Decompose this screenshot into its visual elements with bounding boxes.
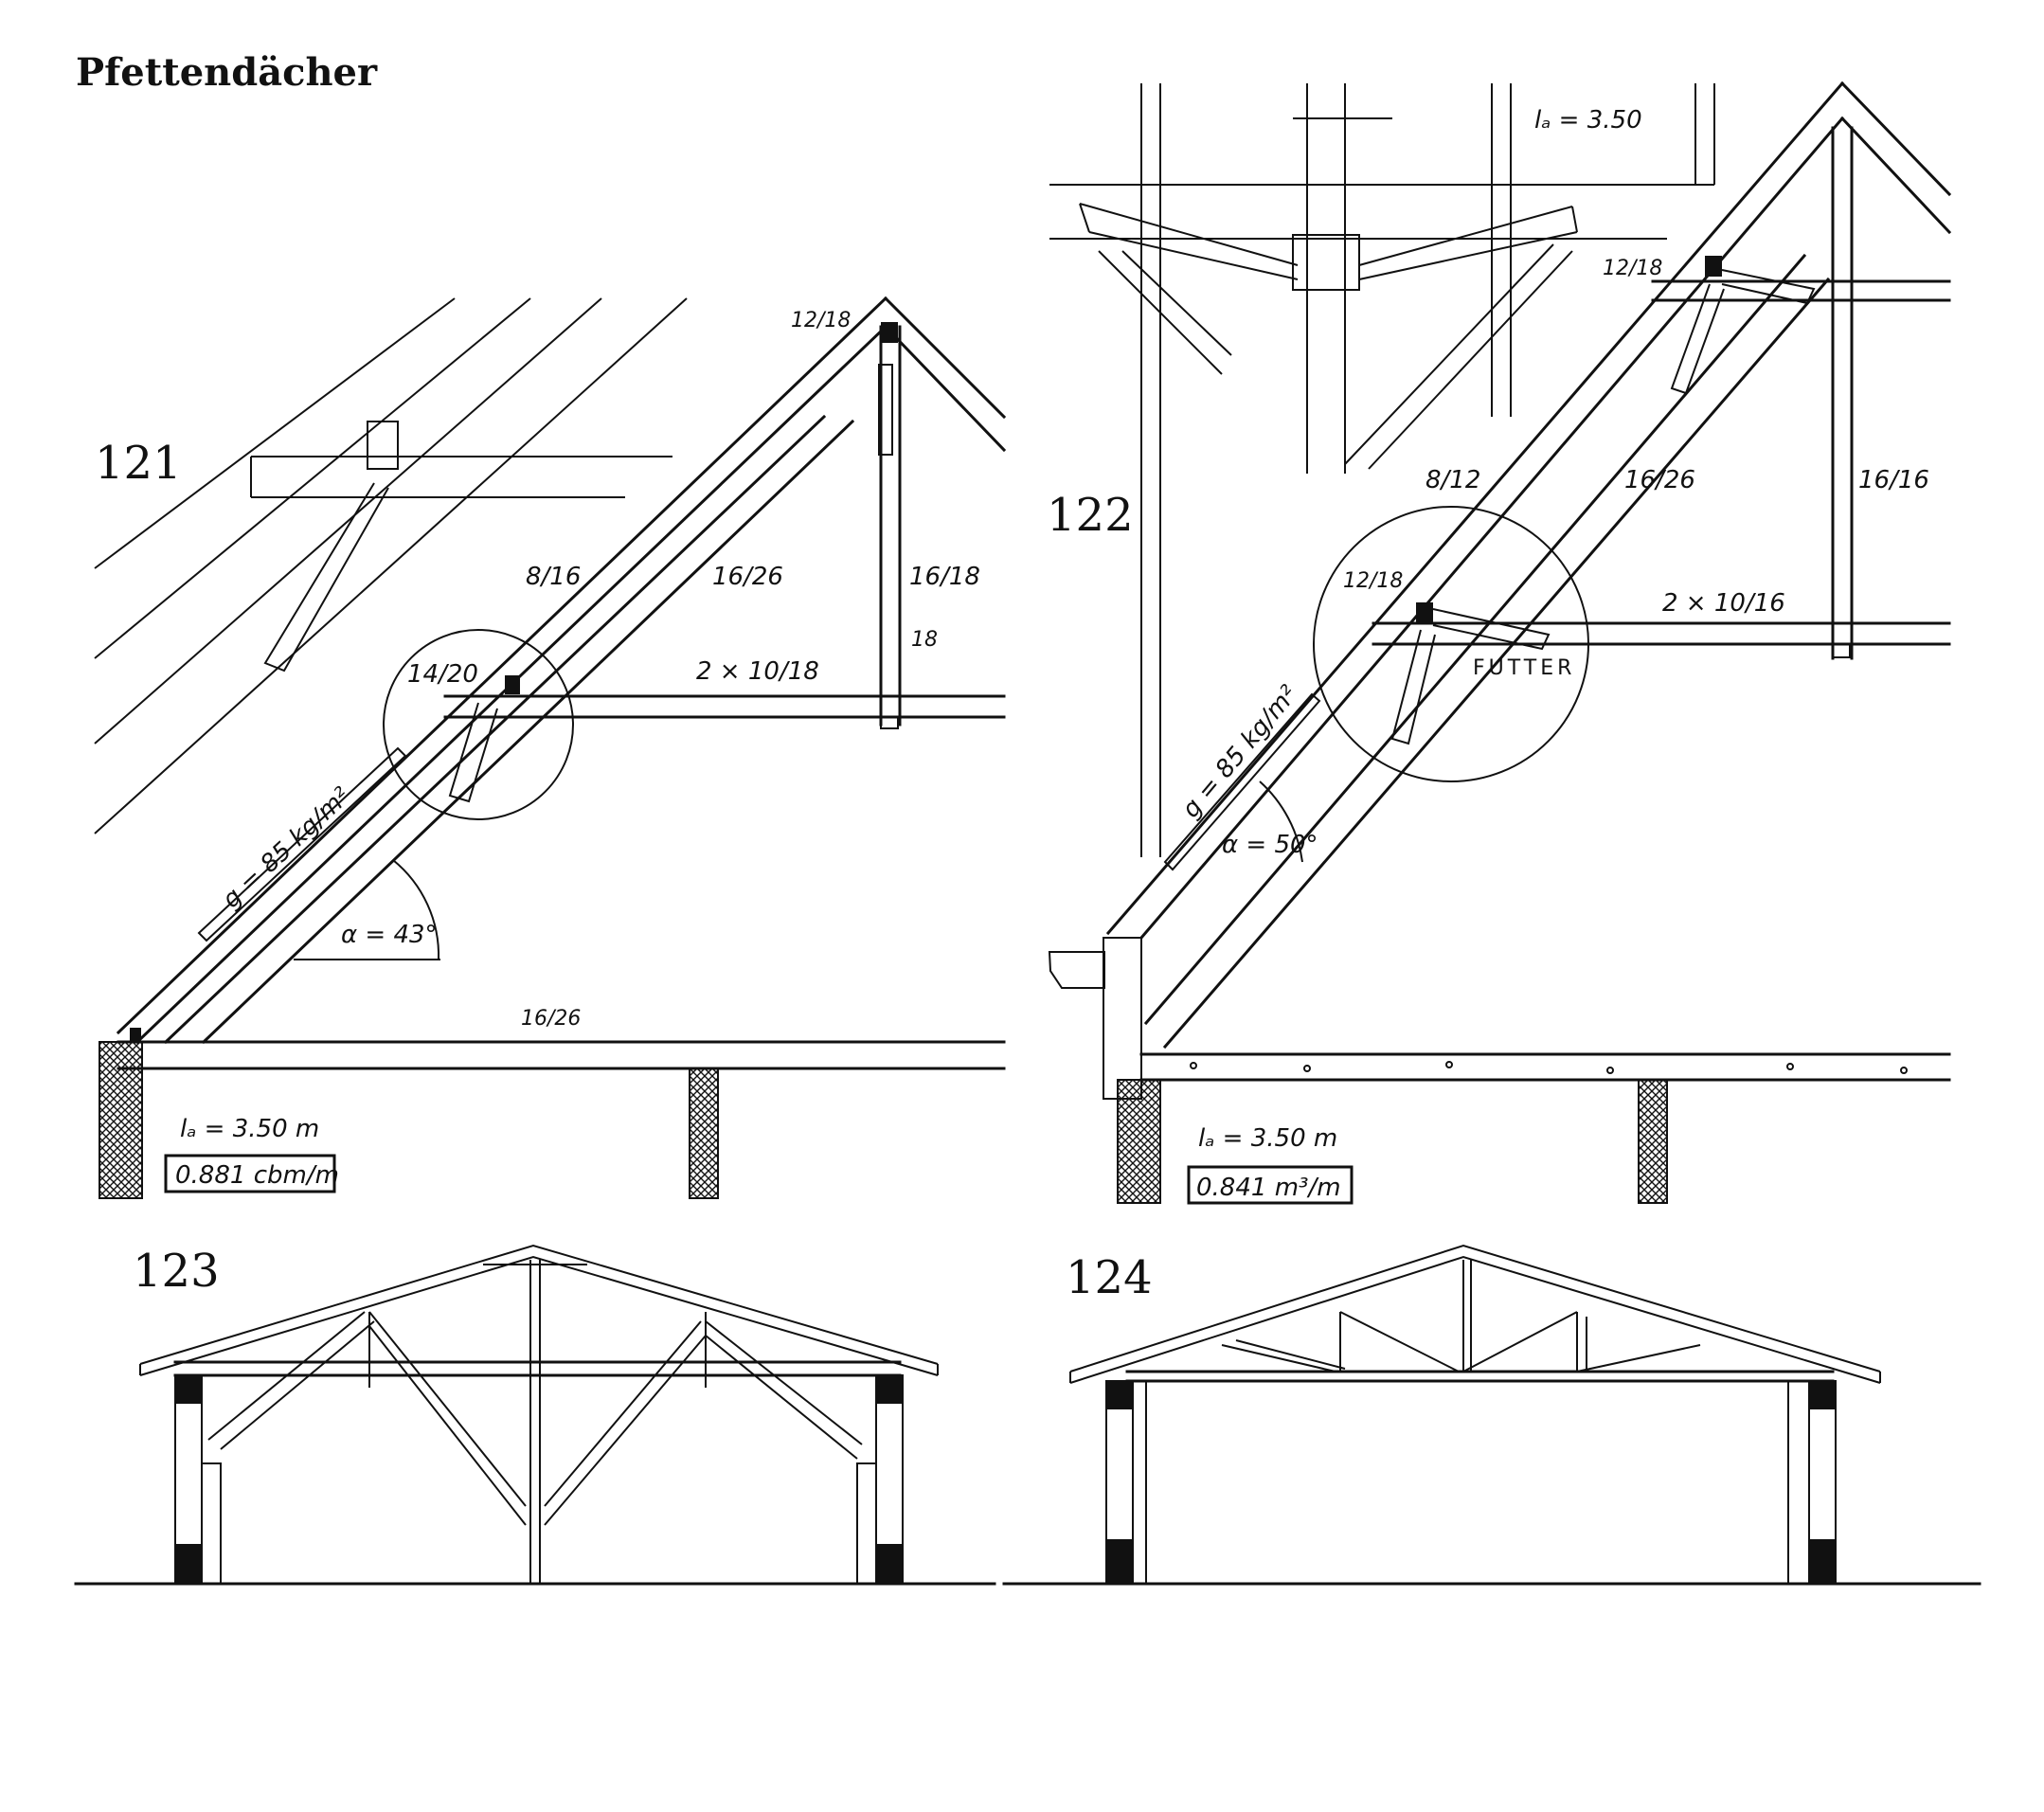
rafters-122 [1105, 81, 1952, 1050]
label-principal: 16/26 [712, 563, 783, 591]
label-tie-122: 2 × 10/16 [1662, 589, 1785, 618]
floor-slab [1139, 1052, 1951, 1082]
page-title: Pfettendächer [76, 50, 378, 95]
label-volume-122: 0.841 m³/m [1196, 1174, 1341, 1202]
figure-124-number: 124 [1066, 1251, 1153, 1304]
label-filler: FUTTER [1473, 656, 1575, 680]
figure-123-number: 123 [133, 1245, 220, 1298]
angle-arc-121 [392, 859, 440, 960]
label-purlin: 14/20 [407, 660, 478, 689]
label-principal-122: 16/26 [1624, 466, 1695, 494]
label-beam: 16/26 [521, 1007, 581, 1031]
label-post-122: 16/16 [1858, 466, 1929, 494]
label-span: lₐ = 3.50 m [180, 1115, 319, 1143]
label-tie: 2 × 10/18 [696, 657, 819, 686]
figure-121-number: 121 [95, 437, 182, 490]
label-rafter: 8/16 [526, 563, 581, 591]
label-post: 16/18 [909, 563, 980, 591]
load-strip-121 [197, 746, 407, 942]
label-rafter-122: 8/12 [1425, 466, 1480, 494]
detail-circle-122 [1313, 506, 1589, 782]
label-ridge-purlin: 12/18 [791, 309, 851, 332]
label-span-top: lₐ = 3.50 [1534, 106, 1642, 135]
rafters [116, 296, 1007, 1045]
figure-123: 123 [74, 1244, 996, 1586]
label-purlin-122: 12/18 [1343, 569, 1403, 593]
strut-121 [448, 702, 498, 803]
support-post [689, 1067, 719, 1199]
label-span-122: lₐ = 3.50 m [1198, 1124, 1337, 1153]
tie-beam [117, 1040, 1006, 1070]
label-load-122: g = 85 kg/m² [1176, 680, 1303, 823]
label-angle-122: α = 50° [1222, 831, 1318, 859]
figure-121: 121 [94, 296, 1007, 1199]
figure-122: 122 [1047, 81, 1952, 1205]
label-load: g = 85 kg/m² [217, 782, 355, 914]
collar-tie [443, 694, 1006, 729]
support-post-122 [1638, 1079, 1668, 1204]
purlin-121 [505, 675, 520, 694]
figure-124: 124 [1002, 1244, 1981, 1586]
label-angle: α = 43° [341, 921, 438, 949]
label-volume: 0.881 cbm/m [175, 1161, 339, 1190]
wall-122 [1117, 1079, 1161, 1204]
label-ridge-purlin-122: 12/18 [1603, 257, 1662, 280]
wall-left [99, 1041, 143, 1199]
plan-frame-122 [1049, 83, 1715, 857]
roof-plan-lines [94, 297, 688, 834]
detail-circle-121 [383, 629, 574, 820]
label-post-block: 18 [911, 628, 938, 652]
figure-122-number: 122 [1047, 489, 1134, 542]
king-post [878, 322, 902, 727]
